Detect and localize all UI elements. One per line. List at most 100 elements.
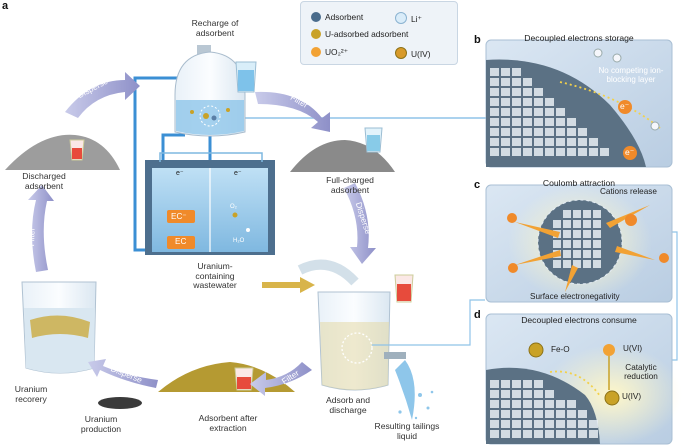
lattice-cell <box>534 128 543 136</box>
lattice-cell <box>567 128 576 136</box>
label-ec-minus: EC⁻ <box>171 212 187 221</box>
lattice-cell <box>573 220 581 228</box>
lattice-cell <box>583 210 591 218</box>
lattice-cell <box>563 230 571 238</box>
lattice-cell <box>490 78 499 86</box>
cycle-arrows <box>28 72 376 396</box>
panel-c-surface: Surface electronegativity <box>530 292 620 301</box>
lattice-cell <box>501 108 510 116</box>
lattice-cell <box>578 128 587 136</box>
lattice-cell <box>589 148 598 156</box>
panel-b <box>485 39 673 168</box>
lattice-cell <box>523 98 532 106</box>
lattice-cell <box>589 430 598 438</box>
arrow-filter-left <box>28 185 54 272</box>
lattice-cell <box>512 108 521 116</box>
label-discharged: Discharged adsorbent <box>22 171 66 191</box>
lattice-cell <box>523 380 532 388</box>
lattice-cell <box>490 138 499 146</box>
lattice-cell <box>490 108 499 116</box>
lattice-cell <box>545 148 554 156</box>
lattice-cell <box>578 430 587 438</box>
lattice-cell <box>490 400 499 408</box>
panel-d <box>485 313 682 445</box>
lattice-cell <box>556 148 565 156</box>
legend-uo2: UO₂²⁺ <box>311 47 348 57</box>
legend-li: Li⁺ <box>395 12 422 24</box>
lattice-cell <box>490 68 499 76</box>
lattice-cell <box>523 148 532 156</box>
lattice-cell <box>583 250 591 258</box>
after-extraction-pile <box>158 362 295 392</box>
legend: Adsorbent Li⁺ U-adsorbed adsorbent UO₂²⁺… <box>300 1 458 65</box>
arrow-filter-bottom <box>250 362 312 396</box>
lattice-cell <box>578 148 587 156</box>
lattice-cell <box>563 250 571 258</box>
lattice-cell <box>523 138 532 146</box>
lattice-cell <box>523 88 532 96</box>
lattice-cell <box>490 128 499 136</box>
lattice-cell <box>556 410 565 418</box>
label-after-extraction: Adsorbent after extraction <box>198 413 258 433</box>
label-wastewater: Uranium-containing wastewater <box>193 261 237 291</box>
lattice-cell <box>534 390 543 398</box>
label-tailings: Resulting tailings liquid <box>374 421 440 441</box>
label-recharge: Recharge of adsorbent <box>191 18 239 38</box>
uranyl-icon <box>311 47 321 57</box>
lattice-cell <box>573 240 581 248</box>
lattice-cell <box>545 128 554 136</box>
lattice-cell <box>501 128 510 136</box>
panel-b-grid <box>490 68 609 156</box>
lattice-cell <box>553 240 561 248</box>
lattice-cell <box>589 420 598 428</box>
lattice-cell <box>501 88 510 96</box>
lattice-cell <box>534 410 543 418</box>
lattice-cell <box>534 138 543 146</box>
lattice-cell <box>545 108 554 116</box>
label-e-right: e⁻ <box>234 170 242 177</box>
lattice-cell <box>593 210 601 218</box>
lattice-cell <box>501 390 510 398</box>
lattice-cell <box>534 420 543 428</box>
lattice-cell <box>512 118 521 126</box>
lattice-cell <box>567 400 576 408</box>
lattice-cell <box>490 98 499 106</box>
lattice-cell <box>512 98 521 106</box>
lattice-cell <box>593 220 601 228</box>
tailings-splash <box>395 360 434 420</box>
lattice-cell <box>512 78 521 86</box>
lattice-cell <box>512 88 521 96</box>
arrow-disperse-bottom <box>88 359 158 388</box>
lattice-cell <box>545 410 554 418</box>
wastewater-arrow <box>262 277 315 293</box>
label-full-charged: Full-charged adsorbent <box>326 175 374 195</box>
lattice-cell <box>523 390 532 398</box>
lattice-cell <box>556 108 565 116</box>
legend-adsorbent: Adsorbent <box>311 12 363 22</box>
u-adsorbed-icon <box>311 29 321 39</box>
lattice-cell <box>583 230 591 238</box>
lattice-cell <box>501 118 510 126</box>
lattice-cell <box>501 148 510 156</box>
panel-b-title: Decoupled electrons storage <box>524 33 634 43</box>
li-beaker-top <box>235 61 257 93</box>
adsorbent-icon <box>311 12 321 22</box>
lattice-cell <box>556 128 565 136</box>
lattice-cell <box>490 420 499 428</box>
panel-b-note: No competing ion-blocking layer <box>598 66 664 84</box>
lattice-cell <box>490 88 499 96</box>
lattice-cell <box>501 98 510 106</box>
recharge-tank <box>174 45 246 137</box>
legend-u4: U(IV) <box>395 47 431 59</box>
label-recovery: Uranium recorery <box>14 384 48 404</box>
label-arrow-filter-left: Filter <box>25 227 37 247</box>
arrow-disperse-top <box>65 72 140 118</box>
label-adsorb-discharge: Adsorb and discharge <box>326 395 370 415</box>
lattice-cell <box>512 390 521 398</box>
lattice-cell <box>573 250 581 258</box>
lattice-cell <box>534 98 543 106</box>
panel-b-electron-2: e⁻ <box>625 147 635 157</box>
lattice-cell <box>512 410 521 418</box>
lattice-cell <box>490 118 499 126</box>
